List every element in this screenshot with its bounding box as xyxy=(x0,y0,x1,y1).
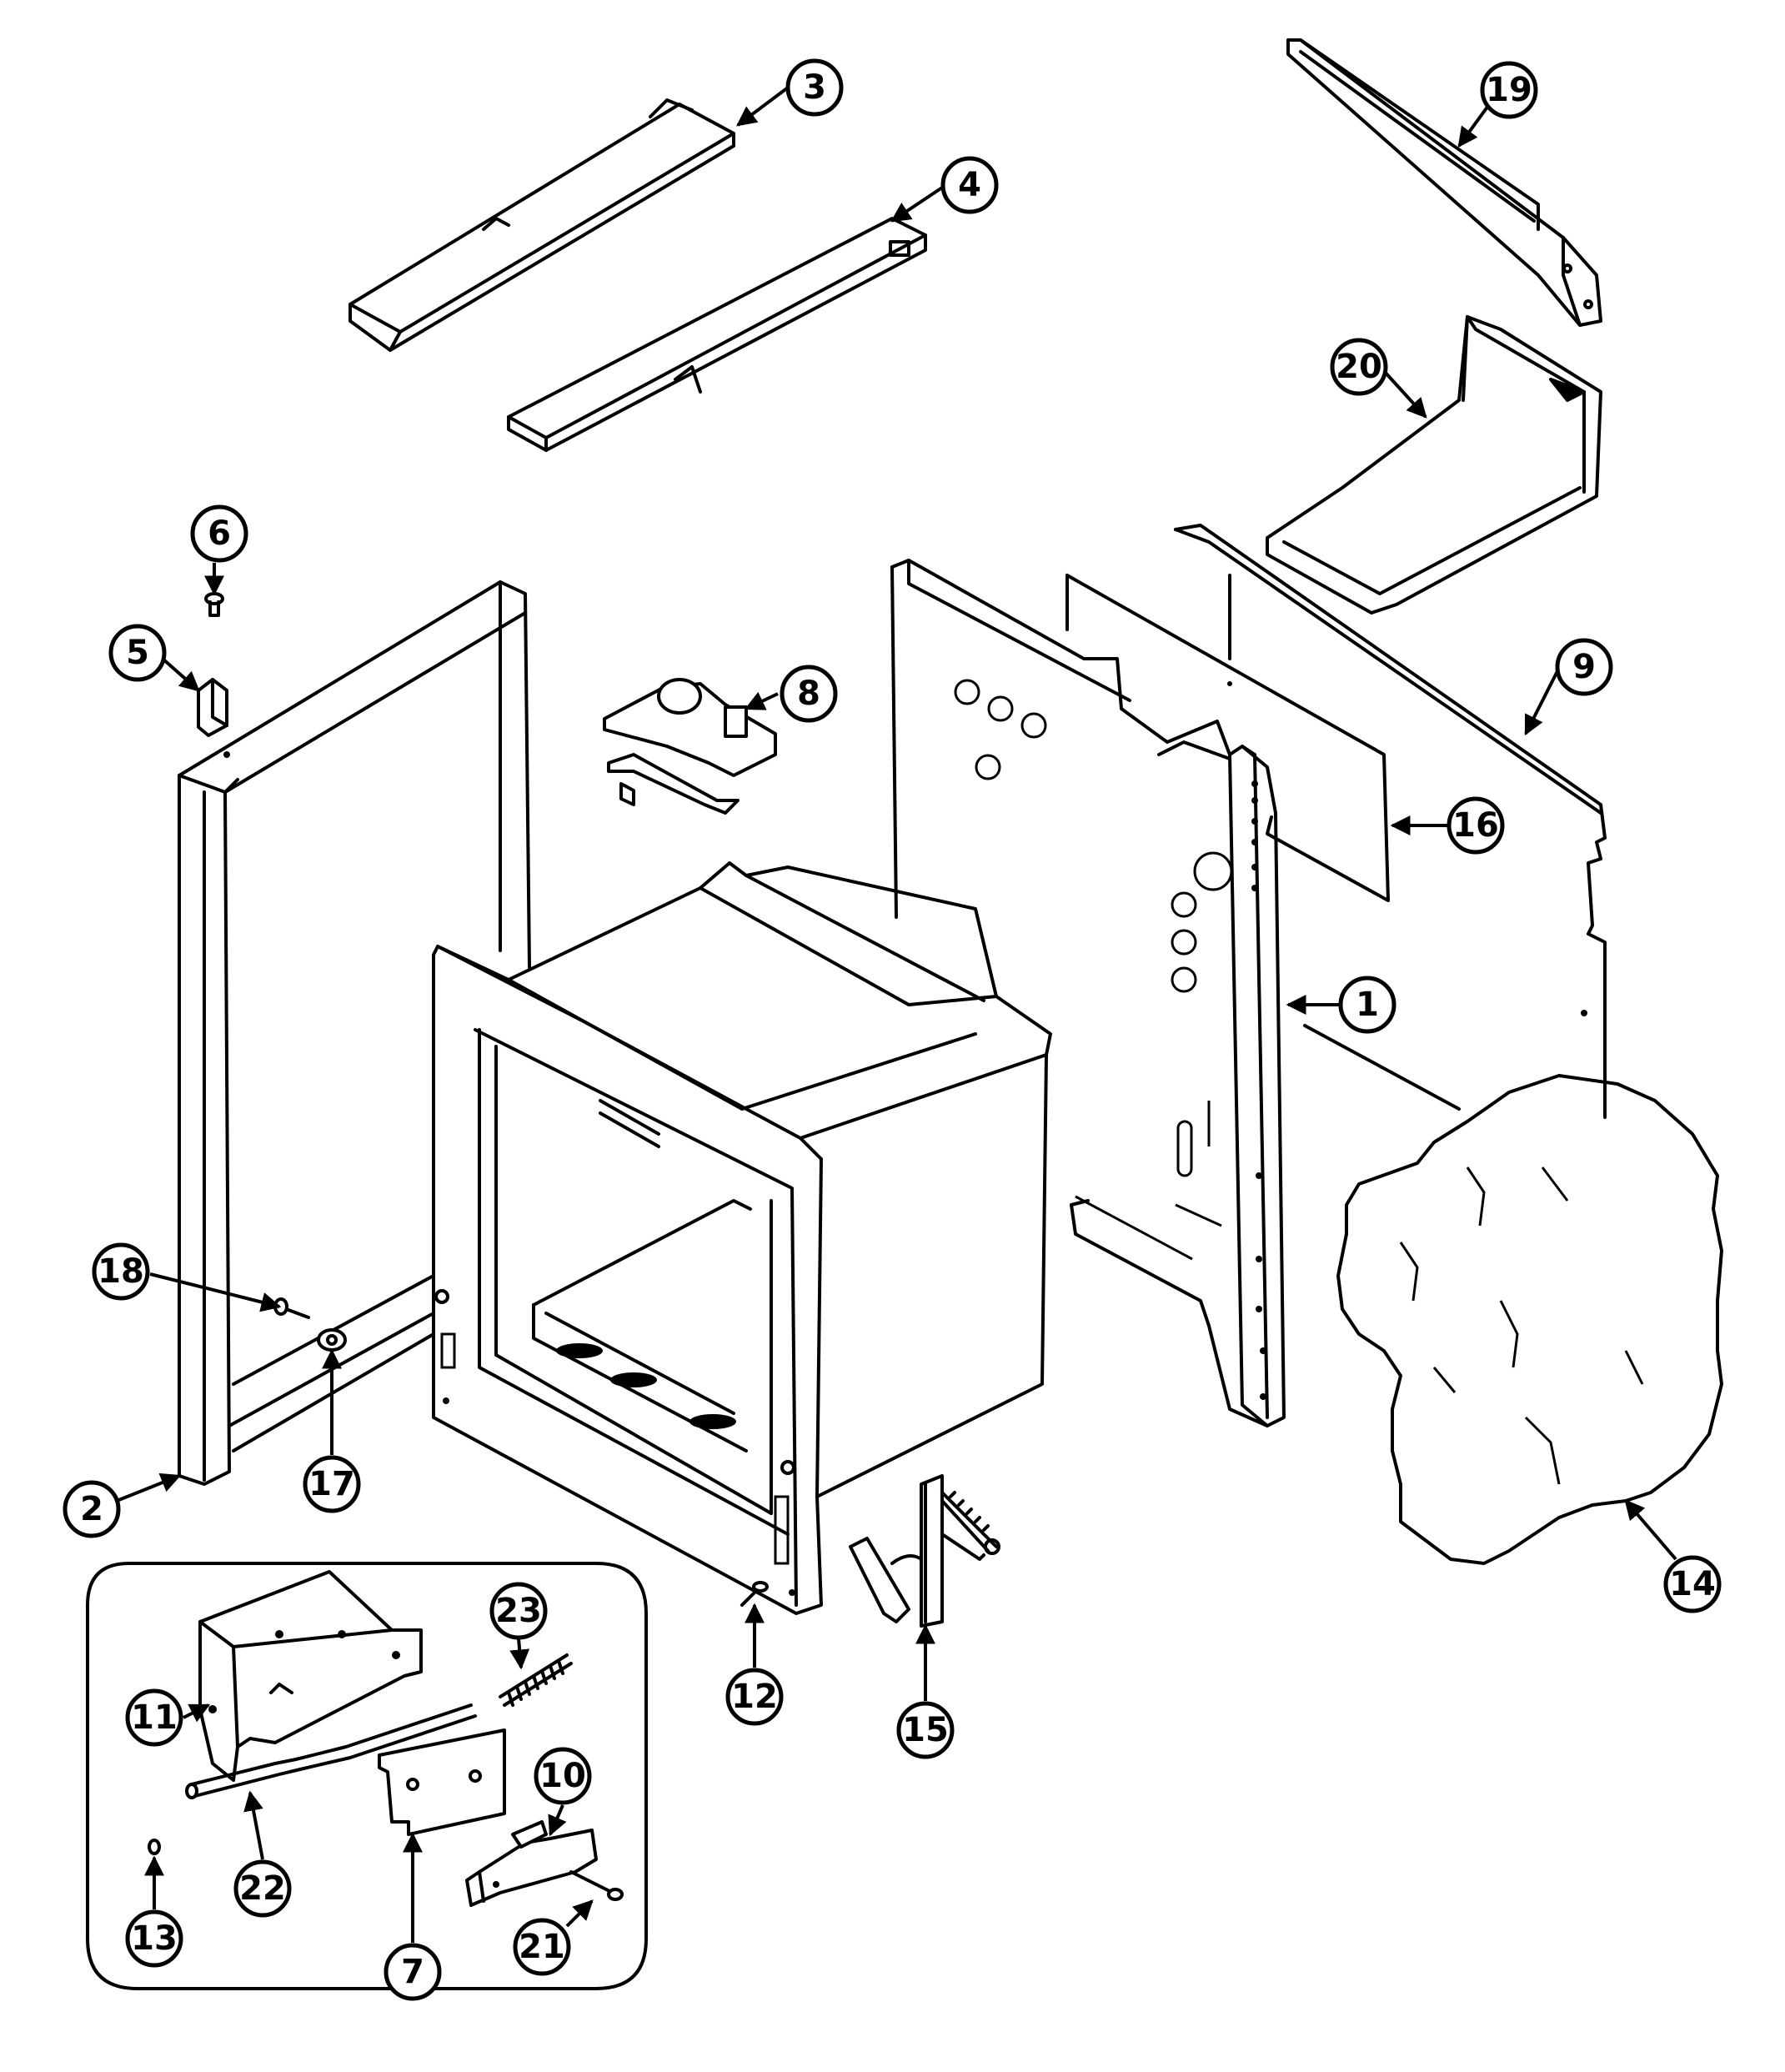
part-9-rear-panel xyxy=(1174,524,1607,1119)
svg-text:19: 19 xyxy=(1486,71,1532,109)
callout-5: 5 xyxy=(108,624,167,682)
part-21-screw xyxy=(569,1870,624,1901)
part-14-insulation xyxy=(1336,1074,1723,1565)
callout-13: 13 xyxy=(125,1909,183,1968)
svg-text:1: 1 xyxy=(1356,986,1379,1024)
svg-text:16: 16 xyxy=(1452,806,1499,845)
part-11-bracket xyxy=(198,1570,423,1782)
svg-text:10: 10 xyxy=(539,1757,586,1795)
svg-text:18: 18 xyxy=(98,1252,144,1291)
part-22-rod xyxy=(185,1703,477,1799)
svg-text:14: 14 xyxy=(1669,1565,1716,1603)
callout-14: 14 xyxy=(1663,1555,1722,1613)
callout-3: 3 xyxy=(785,58,844,117)
part-1-side-frame xyxy=(890,559,1286,1427)
part-10-switch xyxy=(465,1820,598,1907)
part-7-plate xyxy=(378,1728,506,1836)
svg-text:3: 3 xyxy=(803,68,826,107)
part-4-rail xyxy=(507,217,927,452)
svg-text:20: 20 xyxy=(1336,348,1382,386)
callout-10: 10 xyxy=(534,1747,592,1805)
part-8-bracket-assembly xyxy=(603,678,777,815)
svg-text:6: 6 xyxy=(208,514,231,553)
part-5-clip xyxy=(197,678,228,737)
callout-21: 21 xyxy=(513,1918,571,1976)
callout-15: 15 xyxy=(896,1701,955,1759)
callout-23: 23 xyxy=(489,1582,548,1640)
svg-text:22: 22 xyxy=(239,1869,286,1908)
svg-text:5: 5 xyxy=(126,634,149,672)
part-20-duct xyxy=(1266,315,1602,615)
part-19-duct-cover xyxy=(1286,38,1602,327)
callout-18: 18 xyxy=(92,1242,150,1301)
leader-lines xyxy=(116,86,1677,1943)
part-17-nut xyxy=(317,1328,347,1352)
callout-6: 6 xyxy=(190,504,248,563)
svg-text:4: 4 xyxy=(958,166,981,204)
svg-text:12: 12 xyxy=(731,1678,778,1716)
svg-text:17: 17 xyxy=(308,1465,355,1503)
callout-17: 17 xyxy=(303,1455,361,1513)
part-12-screw xyxy=(740,1581,769,1607)
inset-frame xyxy=(86,1562,648,1990)
callout-8: 8 xyxy=(780,665,838,723)
callout-12: 12 xyxy=(725,1668,784,1726)
part-15-hinge xyxy=(849,1474,1000,1628)
svg-text:8: 8 xyxy=(797,675,820,713)
callout-7: 7 xyxy=(384,1943,442,2001)
callout-9: 9 xyxy=(1555,638,1613,696)
part-2-frame xyxy=(178,580,531,1486)
part-16-panel xyxy=(1065,574,1390,902)
svg-text:23: 23 xyxy=(495,1592,542,1630)
part-13-pin xyxy=(148,1839,161,1855)
svg-text:9: 9 xyxy=(1572,648,1596,686)
main-liner-box xyxy=(432,861,1052,1615)
callout-22: 22 xyxy=(233,1859,292,1918)
callout-11: 11 xyxy=(125,1688,183,1747)
callout-20: 20 xyxy=(1330,338,1388,396)
callout-4: 4 xyxy=(940,156,999,214)
callout-16: 16 xyxy=(1447,796,1505,855)
svg-text:21: 21 xyxy=(519,1928,565,1966)
svg-text:11: 11 xyxy=(131,1698,178,1737)
callout-19: 19 xyxy=(1480,61,1538,119)
part-6-screw xyxy=(204,592,224,617)
part-23-spring xyxy=(499,1653,573,1707)
part-3-rail xyxy=(348,98,735,352)
svg-text:7: 7 xyxy=(401,1953,424,1991)
part-18-screw xyxy=(273,1297,310,1319)
callout-2: 2 xyxy=(63,1480,121,1538)
svg-text:13: 13 xyxy=(131,1919,178,1958)
callout-1: 1 xyxy=(1338,976,1396,1034)
svg-text:2: 2 xyxy=(80,1490,103,1528)
svg-text:15: 15 xyxy=(902,1711,949,1749)
